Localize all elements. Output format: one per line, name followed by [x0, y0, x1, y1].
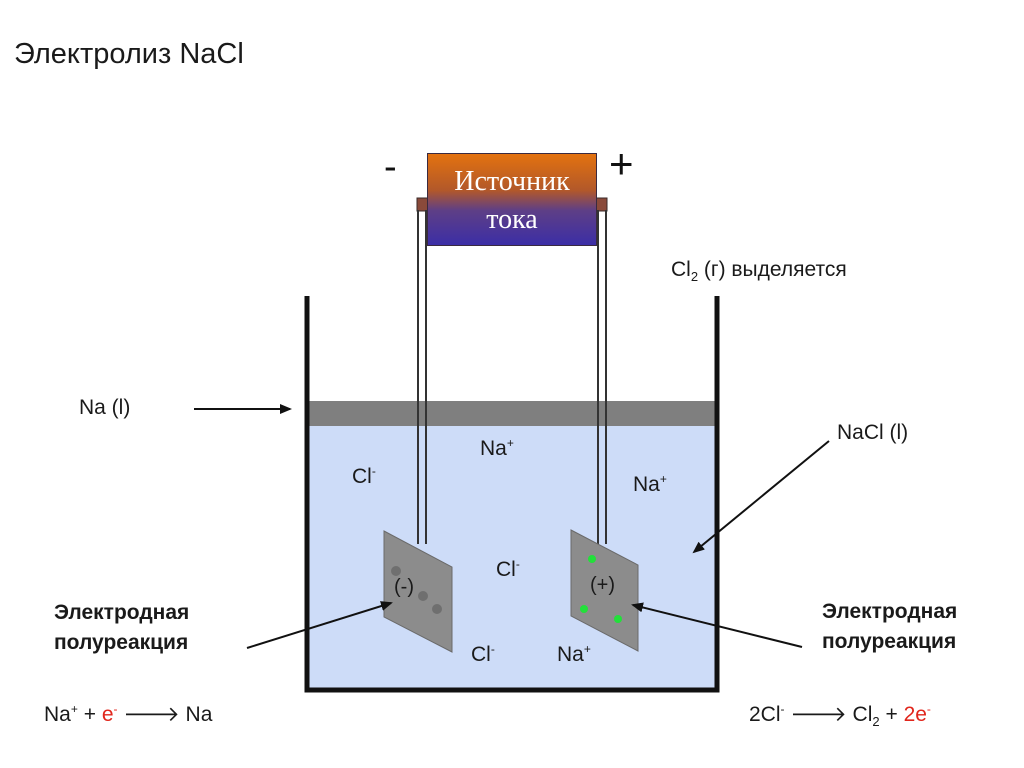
cathode-halfreaction-arrow — [246, 601, 393, 649]
source-label-line2: тока — [486, 204, 538, 235]
chloride-ion: Cl- — [352, 464, 376, 488]
nacl-liquid-label: NaCl (l) — [837, 421, 909, 444]
sodium-ion: Na+ — [480, 436, 514, 460]
sodium-ion: Na+ — [557, 642, 591, 666]
electrolyte-liquid — [308, 425, 716, 689]
container-wall — [304, 296, 720, 693]
chloride-ion: Cl- — [496, 557, 520, 581]
power-source: Источник тока — [427, 153, 597, 246]
page-title: Электролиз NaCl — [14, 38, 244, 70]
sodium-droplet — [432, 604, 442, 614]
negative-terminal-sign: - — [384, 146, 397, 188]
chlorine-bubble — [588, 555, 596, 563]
anode-sign: (+) — [590, 574, 615, 596]
chlorine-bubble — [614, 615, 622, 623]
anode-equation: 2Cl- 🡒 Cl2 + 2e- — [749, 702, 931, 730]
cathode-sign: (-) — [394, 576, 414, 598]
cathode-plate — [383, 530, 453, 653]
anode-halfreaction-label: Электродная полуреакция — [822, 600, 958, 653]
nacl-arrow — [692, 440, 830, 554]
chloride-ion: Cl- — [471, 642, 495, 666]
source-label-line1: Источник — [454, 166, 570, 197]
sodium-layer — [308, 401, 716, 426]
sodium-ion: Na+ — [633, 472, 667, 496]
anode-halfreaction-arrow — [631, 602, 803, 648]
sodium-droplet — [418, 591, 428, 601]
chlorine-bubble — [580, 605, 588, 613]
positive-terminal-sign: + — [609, 140, 634, 187]
chlorine-gas-label: Cl2 (г) выделяется — [671, 258, 847, 285]
sodium-droplet — [391, 566, 401, 576]
reaction-arrow-icon: 🡒 — [123, 703, 180, 726]
cathode-equation: Na+ + e- 🡒 Na — [44, 702, 213, 726]
sodium-liquid-label: Na (l) — [79, 396, 131, 419]
cathode-halfreaction-label: Электродная полуреакция — [54, 601, 190, 654]
reaction-arrow-icon: 🡒 — [790, 703, 847, 726]
